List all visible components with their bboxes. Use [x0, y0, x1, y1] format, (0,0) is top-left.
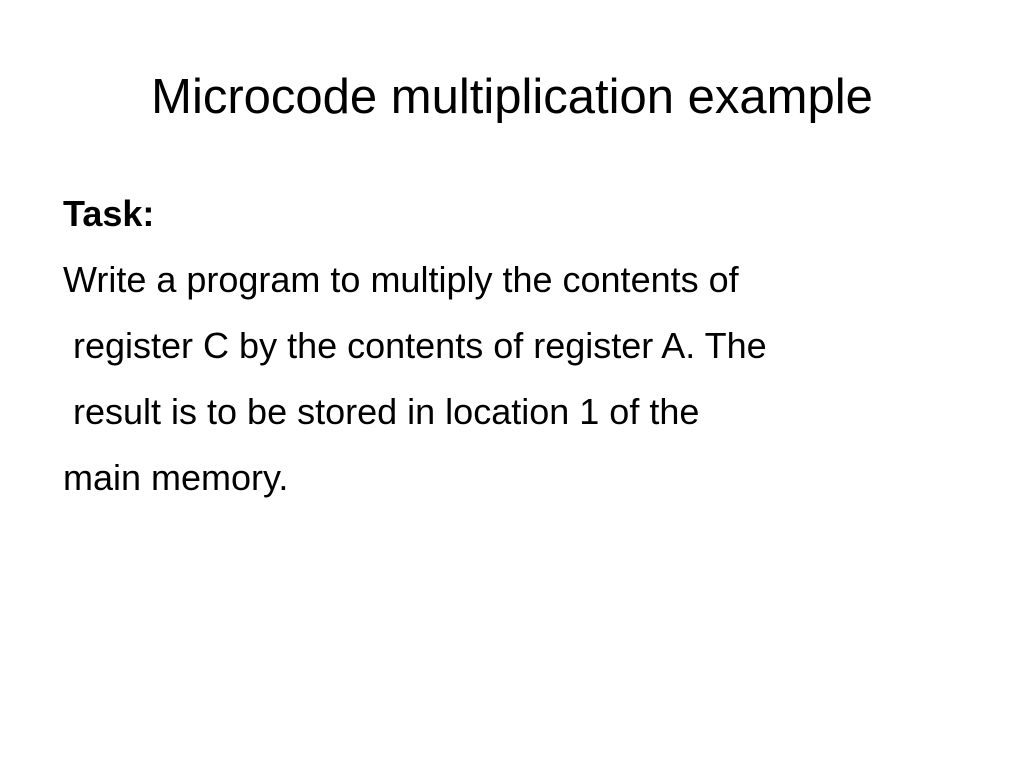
task-label: Task: [63, 193, 155, 234]
body-line-1: Write a program to multiply the contents… [63, 259, 739, 300]
slide-body: Task: Write a program to multiply the co… [63, 181, 993, 511]
body-line-4: main memory. [63, 457, 289, 498]
slide-title: Microcode multiplication example [151, 70, 873, 124]
body-line-3: result is to be stored in location 1 of … [63, 391, 700, 432]
body-line-2: register C by the contents of register A… [63, 325, 767, 366]
